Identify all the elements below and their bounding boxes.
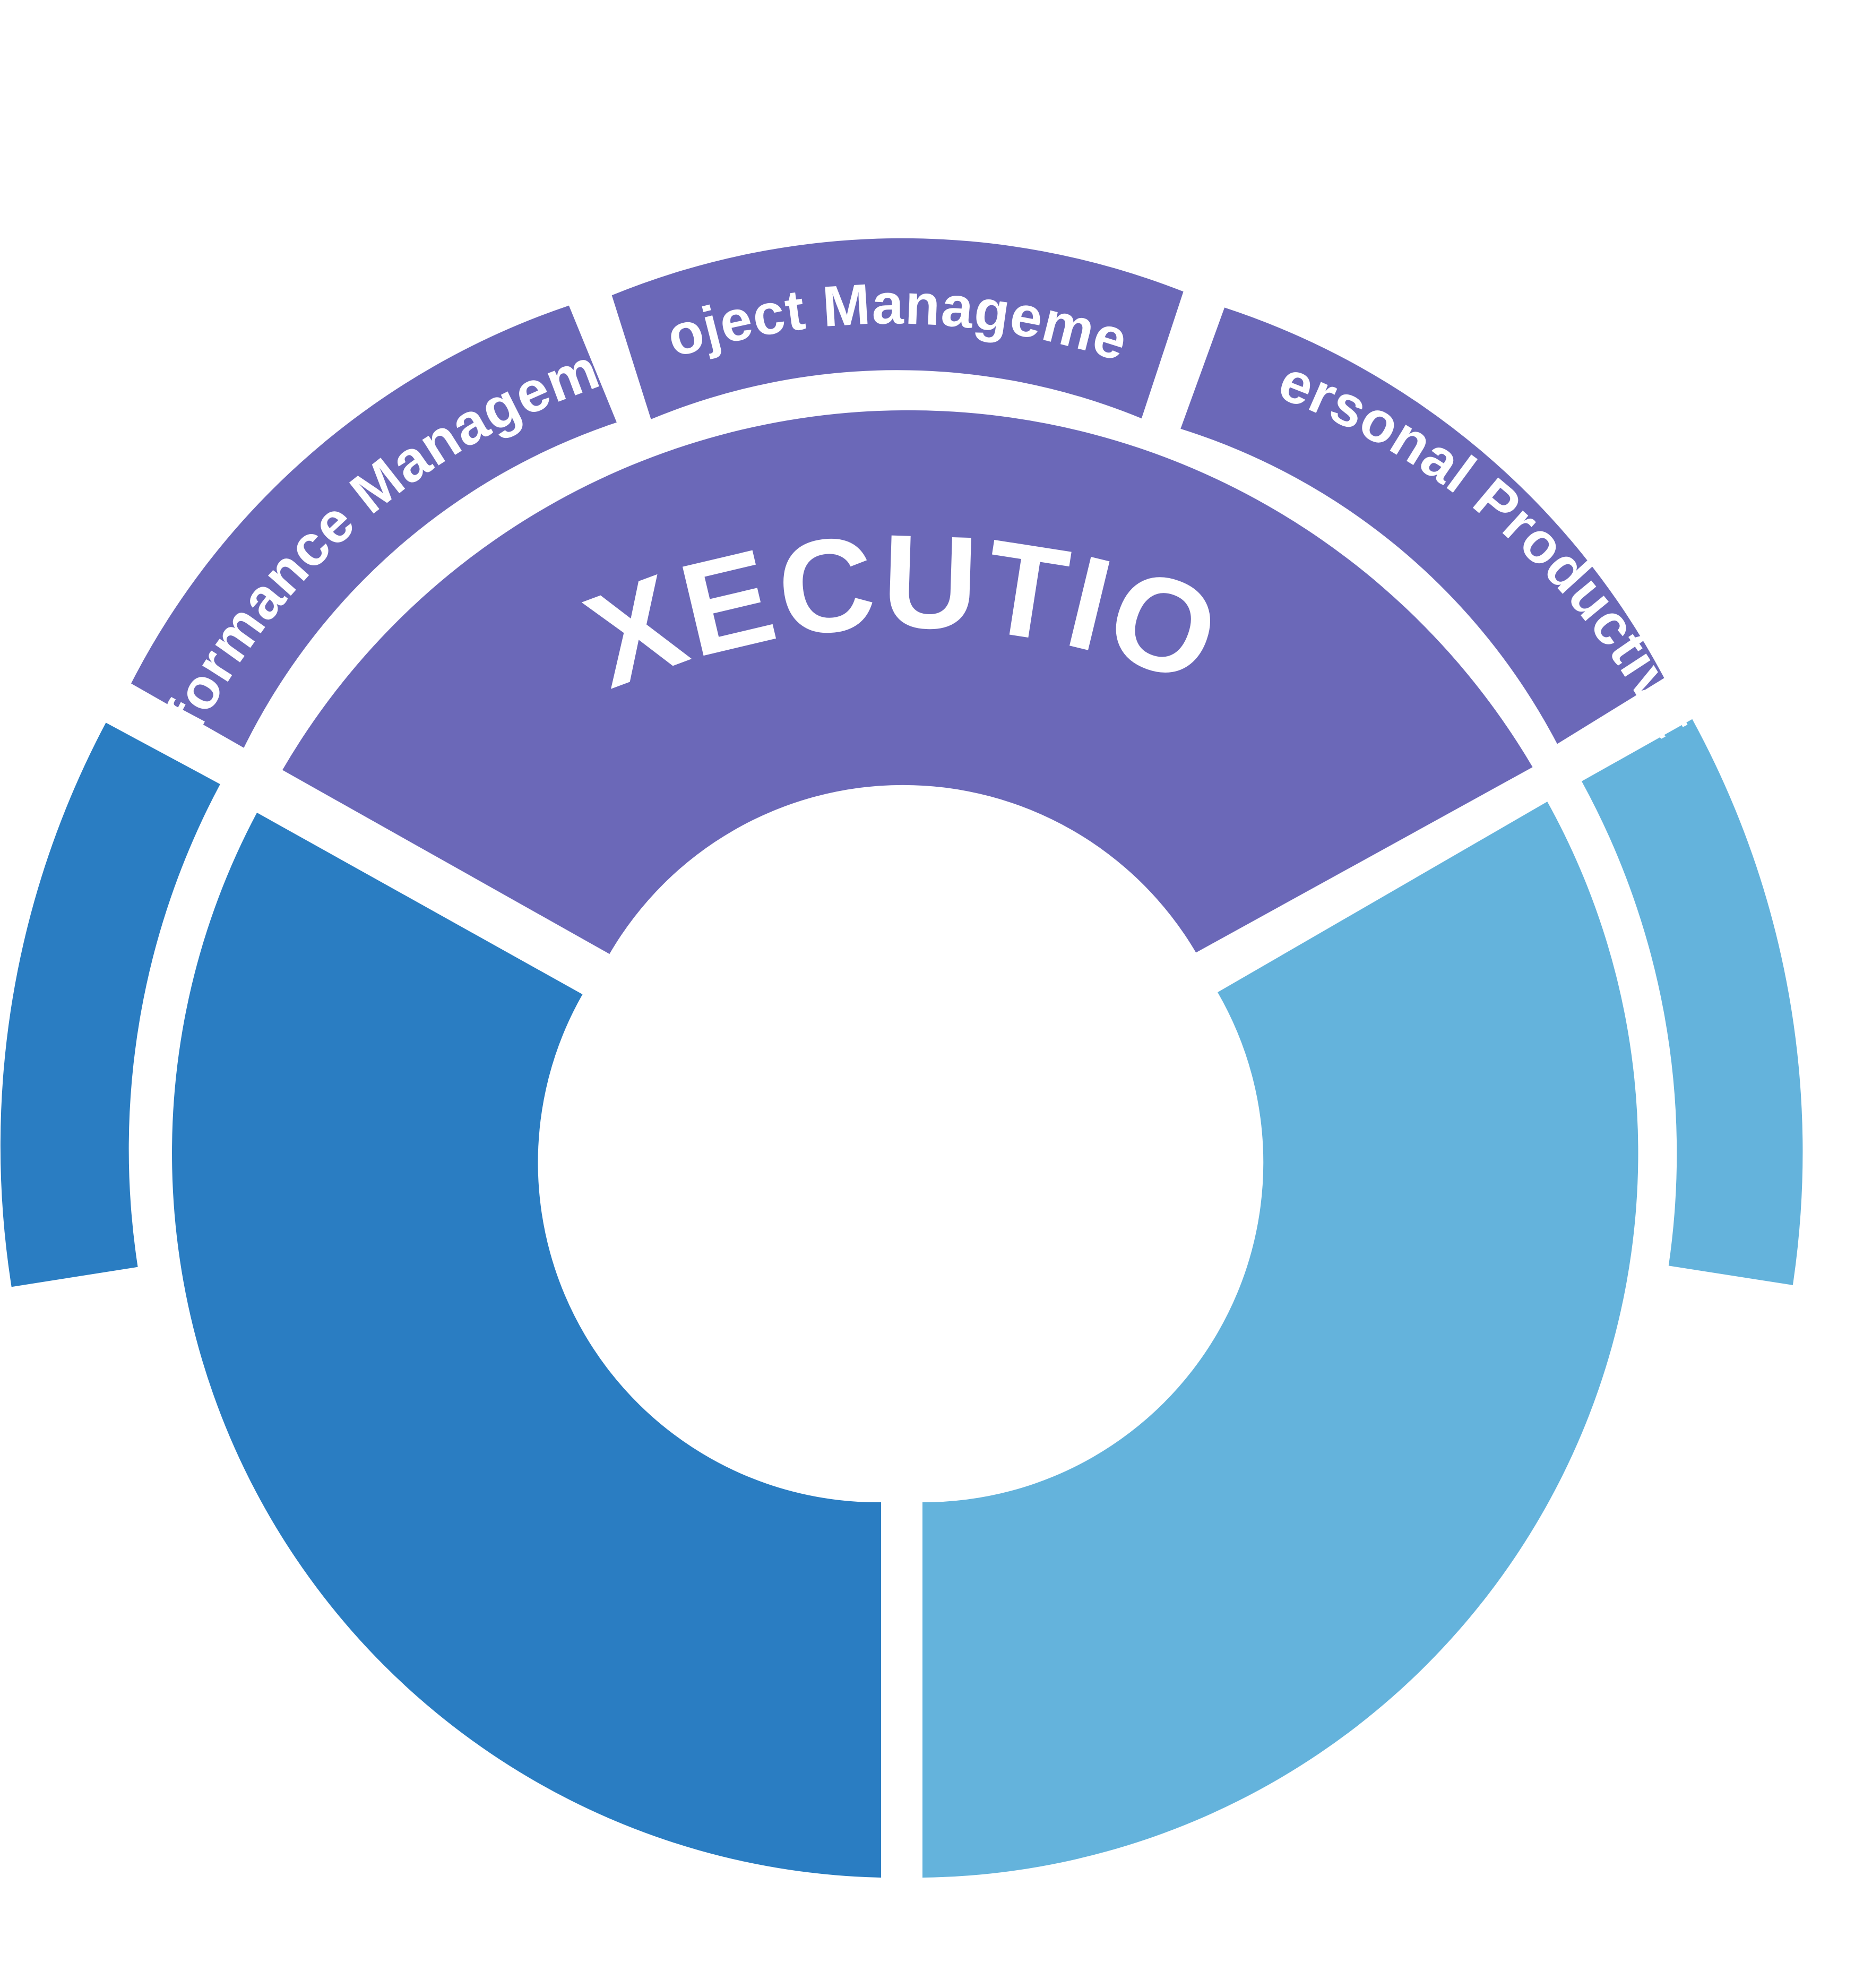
project-management-arc[interactable]: [611, 238, 1184, 419]
execution-segment[interactable]: [282, 410, 1533, 954]
right-outer-arc[interactable]: [1582, 719, 1803, 1285]
left-segment[interactable]: [172, 812, 882, 1878]
personal-productivity-arc[interactable]: [1180, 307, 1664, 744]
right-segment[interactable]: [922, 802, 1638, 1878]
left-outer-arc[interactable]: [0, 722, 220, 1287]
performance-management-arc[interactable]: [131, 305, 617, 748]
